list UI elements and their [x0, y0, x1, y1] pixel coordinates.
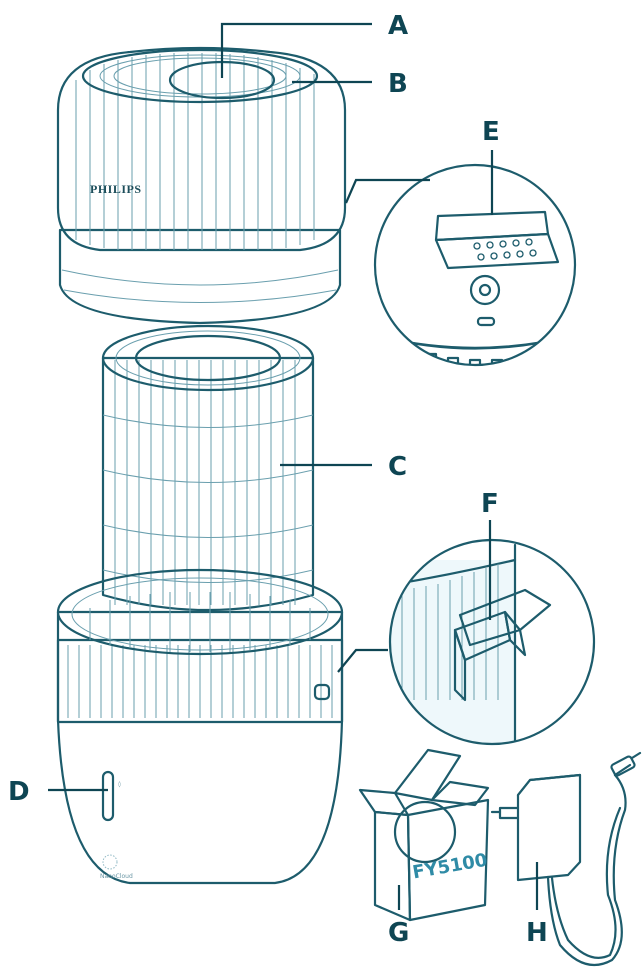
side-latch — [315, 685, 329, 699]
replacement-filter-box: FY5100 — [360, 750, 489, 920]
filter-cylinder — [103, 326, 313, 610]
svg-text:◊: ◊ — [118, 781, 121, 788]
leader-lines — [48, 24, 537, 910]
callout-f-latch — [390, 540, 594, 760]
label-g: G — [388, 918, 409, 948]
label-d: D — [8, 777, 30, 807]
nanocloud-text: NanoCloud — [100, 873, 133, 880]
callout-e-power-socket — [375, 165, 575, 380]
label-h: H — [526, 918, 548, 948]
power-adapter — [492, 753, 640, 965]
top-cover: PHILIPS — [58, 48, 345, 323]
box-model-text: FY5100 — [411, 850, 489, 884]
brand-logo: PHILIPS — [90, 182, 142, 196]
base-unit: ◊ NanoCloud — [58, 570, 342, 883]
label-f: F — [481, 489, 499, 519]
nanocloud-logo — [103, 855, 117, 869]
label-e: E — [482, 117, 500, 147]
part-labels: A B E C F D G H — [8, 11, 548, 948]
label-a: A — [388, 11, 408, 41]
water-level-window — [103, 772, 113, 820]
label-b: B — [388, 69, 408, 99]
label-c: C — [388, 452, 407, 482]
